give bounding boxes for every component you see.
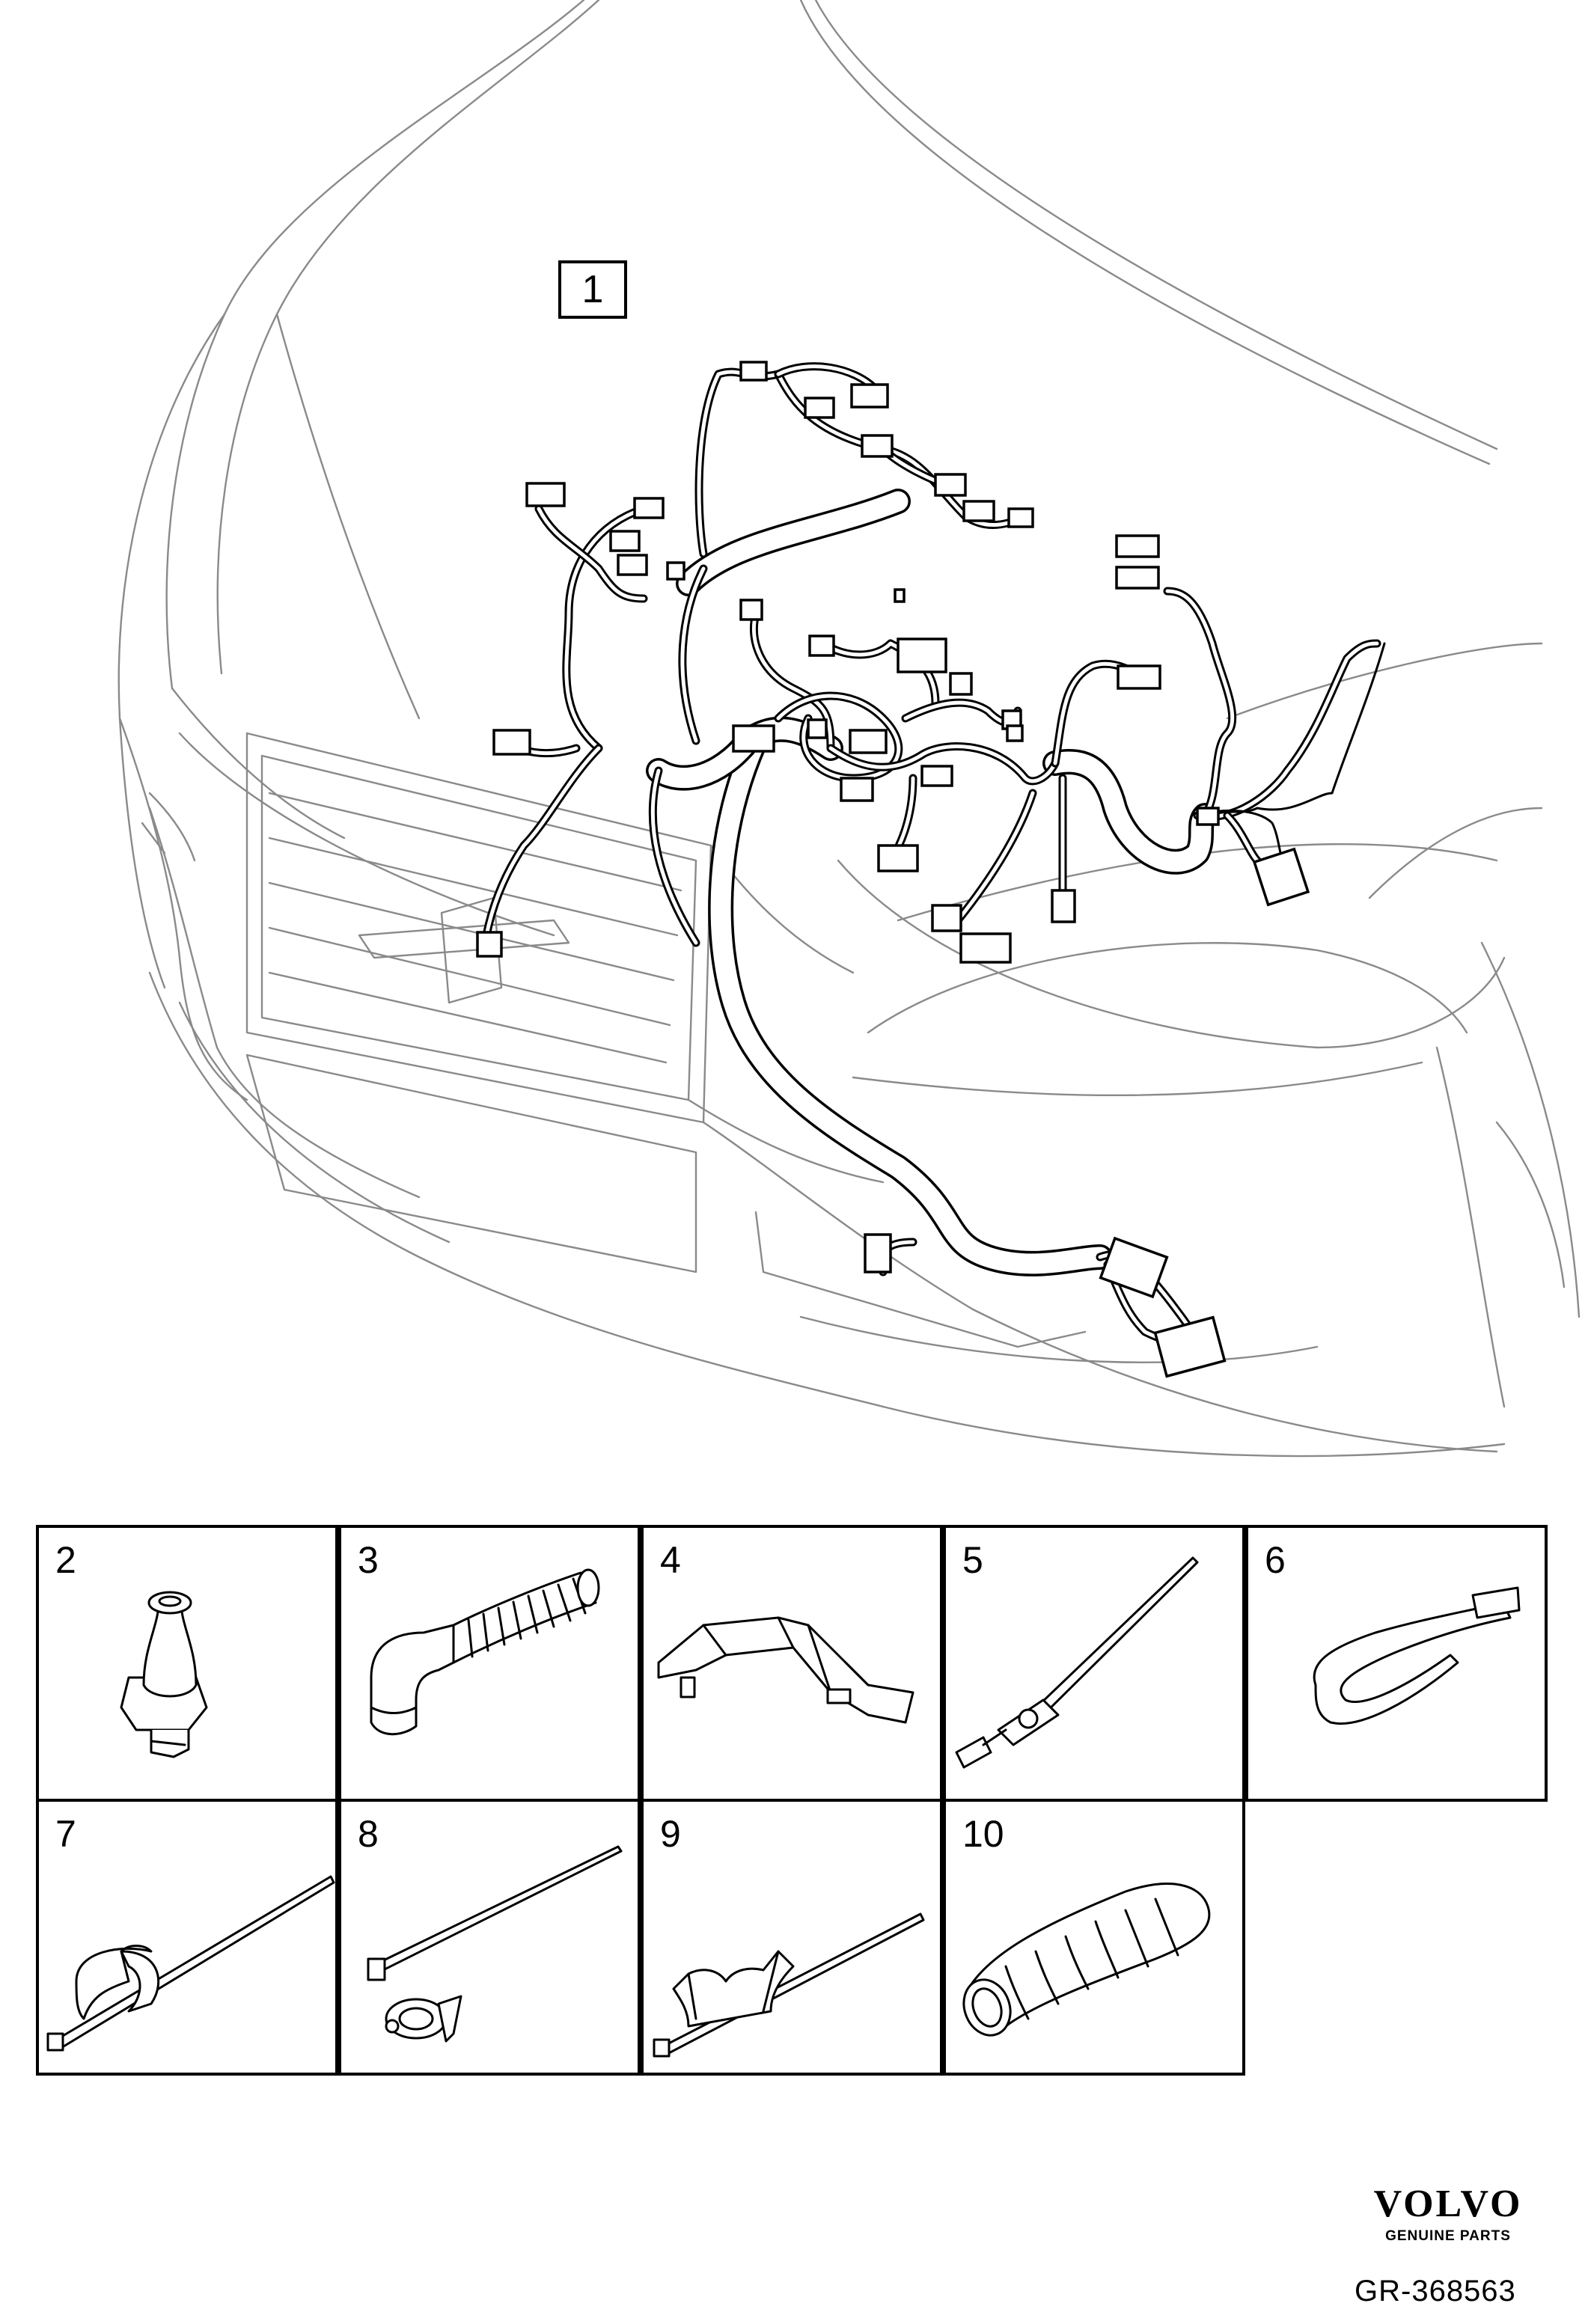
part-number: 3 [358,1539,379,1581]
cable-tie-with-saddle-clamp-icon [653,1912,925,2058]
parts-grid: 2 3 4 [36,1525,1548,2085]
part-number: 5 [962,1539,983,1581]
part-cell-2[interactable]: 2 [36,1525,338,1802]
corrugated-elbow-hose-icon [370,1568,600,1736]
part-cell-7[interactable]: 7 [36,1799,338,2076]
main-part-callout: 1 [558,260,627,319]
part-cell-9[interactable]: 9 [641,1799,943,2076]
part-cell-8[interactable]: 8 [338,1799,641,2076]
car-front-illustration [117,0,1581,1458]
cable-tie-with-clamp-icon [46,1875,335,2052]
part-number: 6 [1265,1539,1286,1581]
part-number: 8 [358,1813,379,1855]
part-number: 9 [660,1813,681,1855]
part-number: 2 [55,1539,76,1581]
part-cell-6[interactable]: 6 [1245,1525,1548,1802]
part-cell-3[interactable]: 3 [338,1525,641,1802]
brand-logo: VOLVO GENUINE PARTS [1340,2185,1557,2245]
wiring-harness [476,361,1386,1378]
part-number: 4 [660,1539,681,1581]
part-cell-4[interactable]: 4 [641,1525,943,1802]
part-cell-10[interactable]: 10 [943,1799,1245,2076]
part-cell-5[interactable]: 5 [943,1525,1245,1802]
car-body-outline [117,0,1581,1458]
part-number: 7 [55,1813,76,1855]
cable-channel-bracket-icon [657,1616,914,1724]
cable-tie-with-clip-icon [955,1556,1199,1769]
corrugated-sleeve-icon [962,1883,1211,2037]
brand-tagline: GENUINE PARTS [1385,2228,1511,2244]
loop-cable-tie-icon [1313,1586,1521,1725]
cable-tie-with-round-clip-icon [367,1845,623,2043]
harness-connectors [476,361,1310,1378]
reference-code: GR-368563 [1355,2275,1516,2308]
grommet-icon [120,1591,208,1758]
part-number: 10 [962,1813,1004,1855]
brand-name: VOLVO [1373,2183,1523,2225]
